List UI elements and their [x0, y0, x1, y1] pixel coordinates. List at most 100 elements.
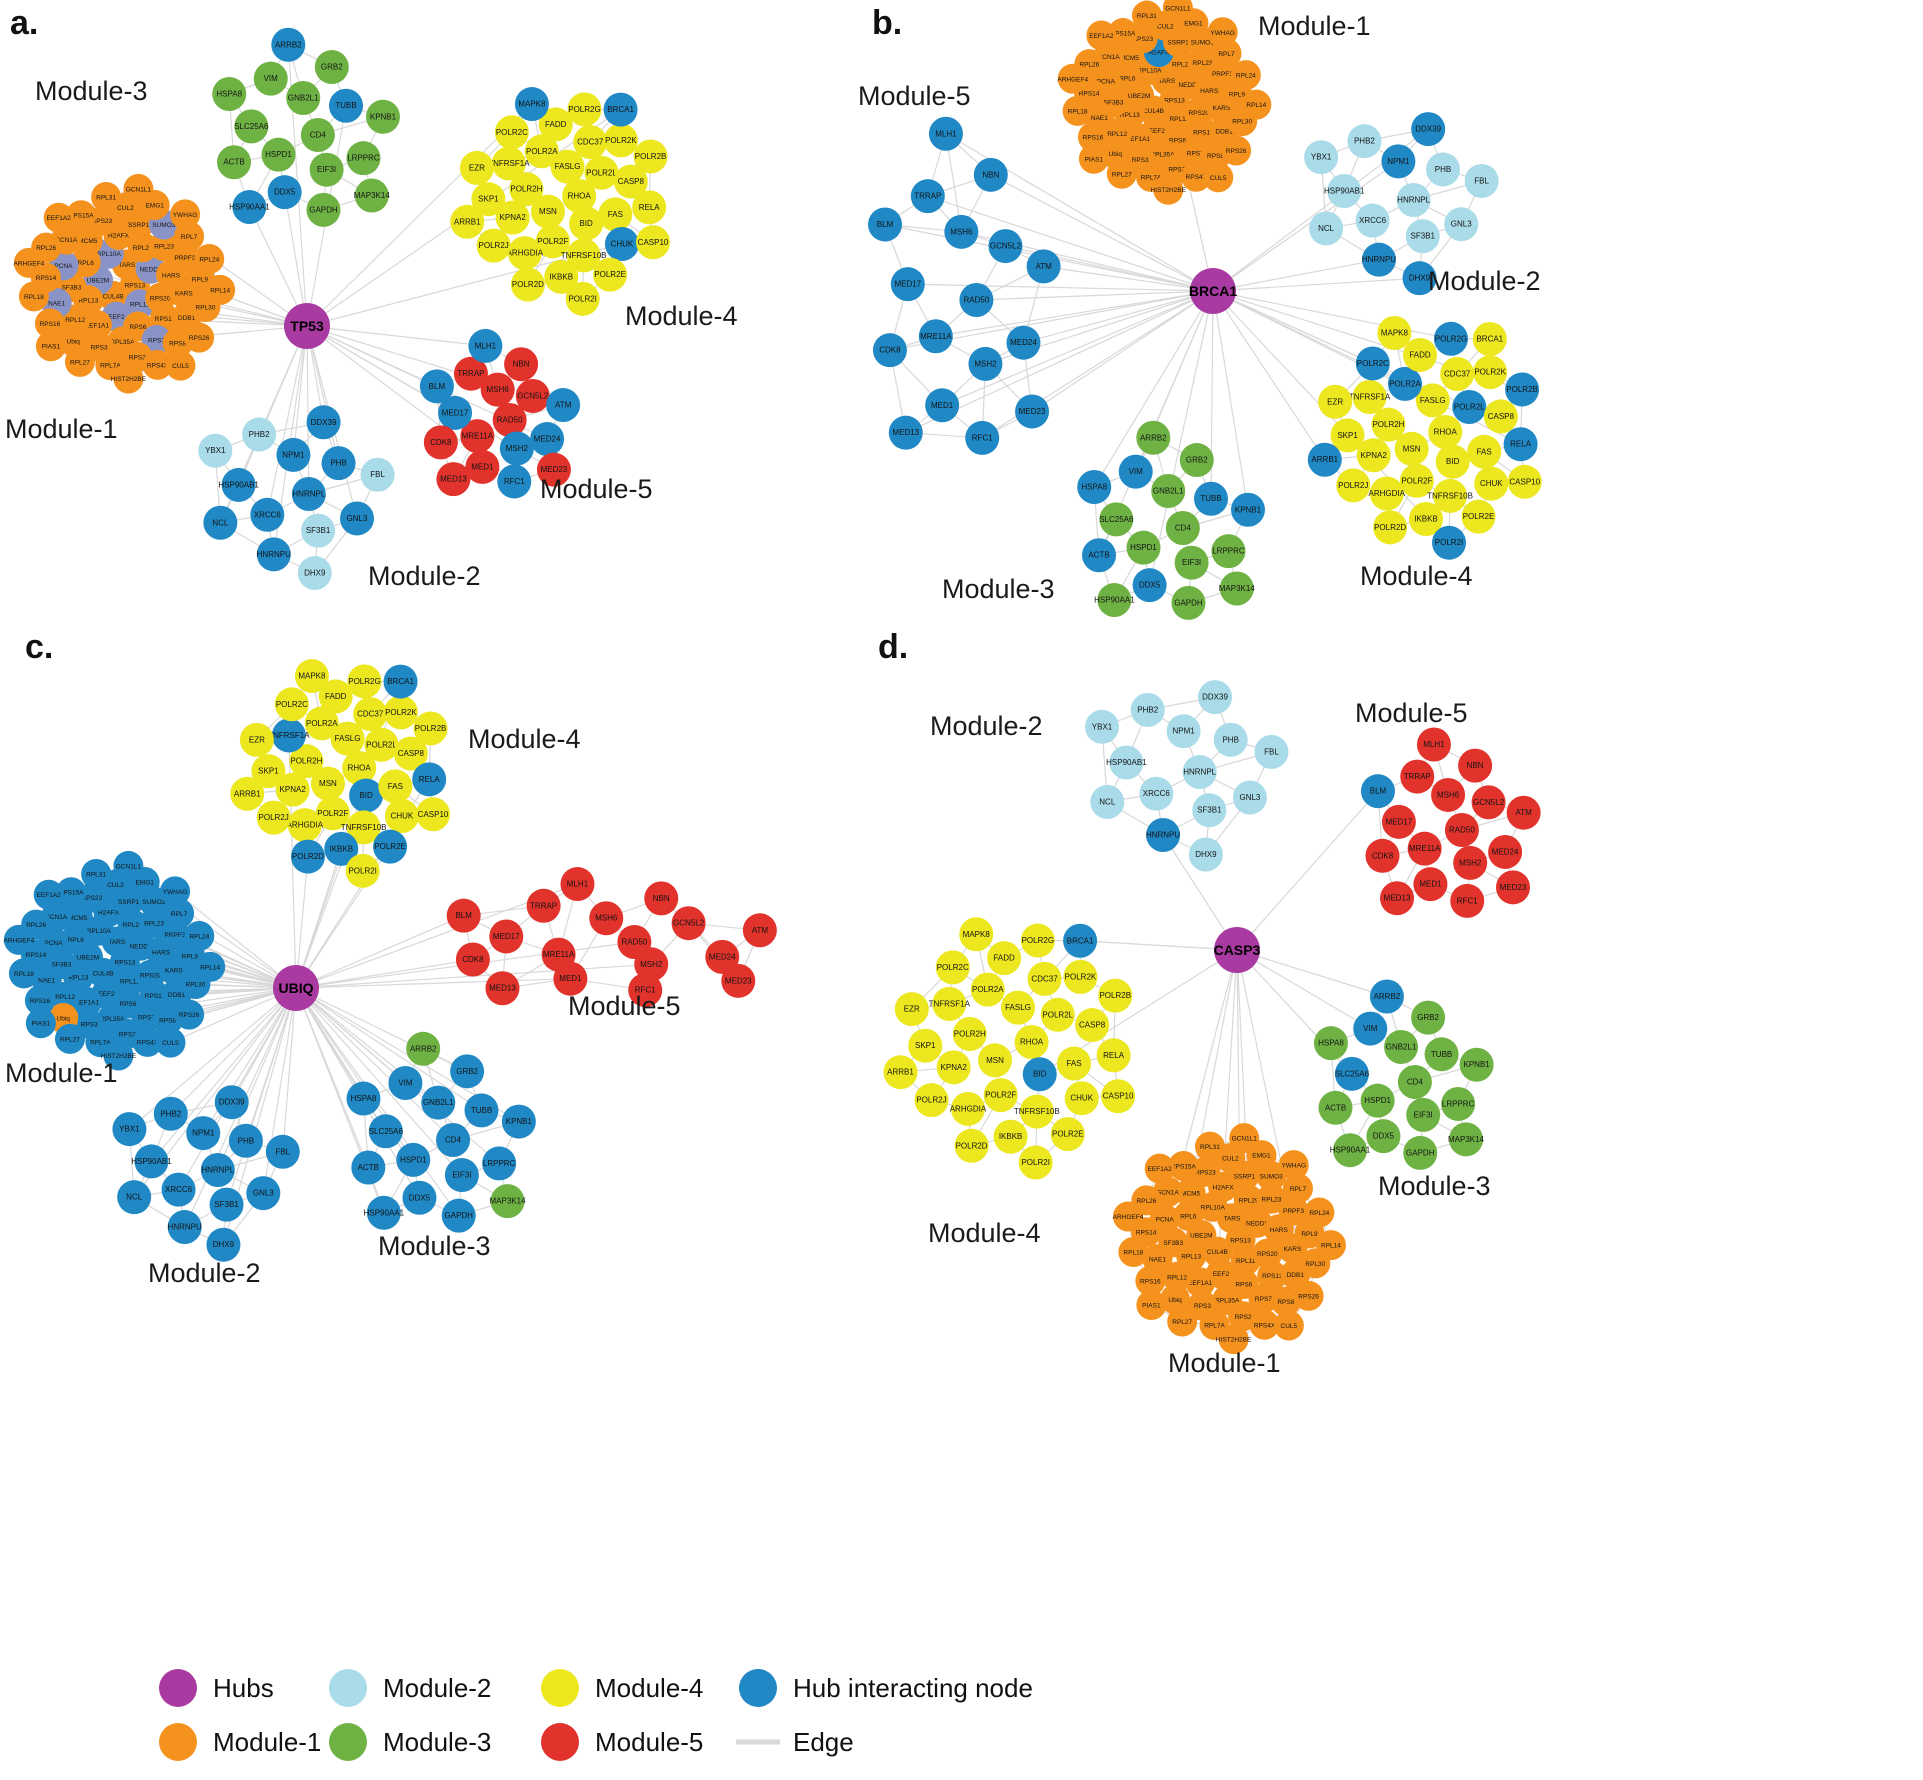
gene-node-GNB2L1[interactable]: GNB2L1 — [421, 1086, 455, 1120]
gene-node-YWHAG[interactable]: YWHAG — [1279, 1150, 1309, 1180]
gene-node-GAPDH[interactable]: GAPDH — [442, 1199, 476, 1233]
gene-node-RFC1[interactable]: RFC1 — [965, 421, 999, 455]
gene-node-HNRNPU[interactable]: HNRNPU — [257, 537, 291, 571]
gene-node-IKBKB[interactable]: IKBKB — [994, 1120, 1028, 1154]
gene-node-POLR2B[interactable]: POLR2B — [1098, 979, 1132, 1013]
gene-node-MED1[interactable]: MED1 — [1413, 867, 1447, 901]
gene-node-GAPDH[interactable]: GAPDH — [306, 193, 340, 227]
hub-node-UBIQ[interactable]: UBIQ — [273, 965, 319, 1011]
gene-node-HSP90AB1[interactable]: HSP90AB1 — [218, 468, 259, 502]
gene-node-XRCC6[interactable]: XRCC6 — [1139, 777, 1173, 811]
gene-node-RPL14[interactable]: RPL14 — [195, 952, 225, 982]
gene-node-CD4[interactable]: CD4 — [1166, 511, 1200, 545]
gene-node-LRPPRC[interactable]: LRPPRC — [346, 141, 380, 175]
gene-node-HSPD1[interactable]: HSPD1 — [396, 1143, 430, 1177]
gene-node-NPM1[interactable]: NPM1 — [276, 438, 310, 472]
gene-node-ARRB1[interactable]: ARRB1 — [883, 1055, 917, 1089]
gene-node-RELA[interactable]: RELA — [632, 190, 666, 224]
gene-node-DDX39[interactable]: DDX39 — [215, 1085, 249, 1119]
gene-node-POLR2I[interactable]: POLR2I — [346, 854, 380, 888]
gene-node-POLR2I[interactable]: POLR2I — [1019, 1145, 1053, 1179]
gene-node-ARHGDIA[interactable]: ARHGDIA — [950, 1092, 987, 1126]
gene-node-POLR2G[interactable]: POLR2G — [1434, 322, 1468, 356]
gene-node-YBX1[interactable]: YBX1 — [198, 434, 232, 468]
gene-node-RPL24[interactable]: RPL24 — [184, 921, 214, 951]
gene-node-VIM[interactable]: VIM — [1353, 1012, 1387, 1046]
gene-node-HSP90AB1[interactable]: HSP90AB1 — [131, 1144, 172, 1178]
gene-node-RPL18[interactable]: RPL18 — [1063, 96, 1093, 126]
gene-node-RFC1[interactable]: RFC1 — [497, 464, 531, 498]
gene-node-POLR2C[interactable]: POLR2C — [936, 950, 970, 984]
gene-node-BLM[interactable]: BLM — [1361, 774, 1395, 808]
gene-node-BID[interactable]: BID — [569, 207, 603, 241]
gene-node-EZR[interactable]: EZR — [240, 723, 274, 757]
gene-node-PIAS1[interactable]: PIAS1 — [26, 1008, 56, 1038]
gene-node-GCN5L2[interactable]: GCN5L2 — [1472, 785, 1506, 819]
gene-node-MAPK8[interactable]: MAPK8 — [295, 659, 329, 693]
gene-node-NPM1[interactable]: NPM1 — [1167, 714, 1201, 748]
gene-node-CD4[interactable]: CD4 — [1398, 1065, 1432, 1099]
gene-node-PHB2[interactable]: PHB2 — [154, 1097, 188, 1131]
gene-node-MED24[interactable]: MED24 — [530, 422, 564, 456]
hub-node-BRCA1[interactable]: BRCA1 — [1189, 268, 1237, 314]
gene-node-DHX9[interactable]: DHX9 — [1189, 838, 1223, 872]
gene-node-POLR2G[interactable]: POLR2G — [567, 92, 601, 126]
gene-node-POLR2E[interactable]: POLR2E — [373, 830, 407, 864]
gene-node-SLC25A6[interactable]: SLC25A6 — [234, 109, 269, 143]
gene-node-BID[interactable]: BID — [1436, 445, 1470, 479]
gene-node-CHUK[interactable]: CHUK — [1065, 1081, 1099, 1115]
gene-node-POLR2A[interactable]: POLR2A — [971, 973, 1005, 1007]
gene-node-EEF1A2[interactable]: EEF1A2 — [1086, 20, 1116, 50]
gene-node-CASP10[interactable]: CASP10 — [1508, 465, 1542, 499]
gene-node-GCN5L2[interactable]: GCN5L2 — [988, 229, 1022, 263]
gene-node-POLR2D[interactable]: POLR2D — [291, 840, 325, 874]
gene-node-MAP3K14[interactable]: MAP3K14 — [1448, 1122, 1485, 1156]
gene-node-GNL3[interactable]: GNL3 — [340, 501, 374, 535]
gene-node-PHB[interactable]: PHB — [1426, 152, 1460, 186]
gene-node-EIF3I[interactable]: EIF3I — [1406, 1098, 1440, 1132]
gene-node-EIF3I[interactable]: EIF3I — [445, 1158, 479, 1192]
gene-node-RAD50[interactable]: RAD50 — [959, 283, 993, 317]
hub-node-CASP3[interactable]: CASP3 — [1214, 927, 1261, 973]
gene-node-SF3B1[interactable]: SF3B1 — [1406, 219, 1440, 253]
gene-node-CDK8[interactable]: CDK8 — [424, 425, 458, 459]
gene-node-POLR2C[interactable]: POLR2C — [275, 687, 309, 721]
gene-node-TUBB[interactable]: TUBB — [1425, 1037, 1459, 1071]
gene-node-YWHAG[interactable]: YWHAG — [160, 876, 190, 906]
gene-node-MSH6[interactable]: MSH6 — [589, 901, 623, 935]
gene-node-POLR2E[interactable]: POLR2E — [593, 258, 627, 292]
gene-node-DDX5[interactable]: DDX5 — [1133, 568, 1167, 602]
gene-node-MRE11A[interactable]: MRE11A — [919, 319, 953, 353]
gene-node-VIM[interactable]: VIM — [254, 62, 288, 96]
gene-node-PHB[interactable]: PHB — [322, 446, 356, 480]
gene-node-FADD[interactable]: FADD — [987, 941, 1021, 975]
gene-node-RAD50[interactable]: RAD50 — [1445, 813, 1479, 847]
gene-node-CHUK[interactable]: CHUK — [605, 227, 639, 261]
gene-node-FAS[interactable]: FAS — [378, 769, 412, 803]
gene-node-NCL[interactable]: NCL — [117, 1180, 151, 1214]
gene-node-ARRB2[interactable]: ARRB2 — [1136, 421, 1170, 455]
gene-node-VIM[interactable]: VIM — [388, 1066, 422, 1100]
gene-node-POLR2D[interactable]: POLR2D — [955, 1129, 989, 1163]
gene-node-POLR2L[interactable]: POLR2L — [1452, 390, 1486, 424]
gene-node-DDX39[interactable]: DDX39 — [1411, 112, 1445, 146]
gene-node-MSH6[interactable]: MSH6 — [1431, 778, 1465, 812]
gene-node-CASP10[interactable]: CASP10 — [416, 797, 450, 831]
gene-node-MED17[interactable]: MED17 — [1382, 805, 1416, 839]
gene-node-TRRAP[interactable]: TRRAP — [911, 179, 945, 213]
gene-node-GCN1L1[interactable]: GCN1L1 — [1229, 1123, 1259, 1153]
gene-node-MSH2[interactable]: MSH2 — [968, 347, 1002, 381]
gene-node-CUL5[interactable]: CUL5 — [165, 351, 195, 381]
gene-node-POLR2D[interactable]: POLR2D — [1373, 510, 1407, 544]
gene-node-GRB2[interactable]: GRB2 — [1411, 1001, 1445, 1035]
gene-node-RPL24[interactable]: RPL24 — [194, 244, 224, 274]
gene-node-HNRNPU[interactable]: HNRNPU — [1146, 818, 1180, 852]
gene-node-POLR2I[interactable]: POLR2I — [1432, 526, 1466, 560]
gene-node-LRPPRC[interactable]: LRPPRC — [1211, 534, 1245, 568]
gene-node-MED23[interactable]: MED23 — [1496, 870, 1530, 904]
gene-node-RELA[interactable]: RELA — [412, 762, 446, 796]
gene-node-DDX39[interactable]: DDX39 — [1198, 680, 1232, 714]
gene-node-EIF3I[interactable]: EIF3I — [310, 153, 344, 187]
gene-node-CDK8[interactable]: CDK8 — [873, 333, 907, 367]
gene-node-HNRNPL[interactable]: HNRNPL — [292, 477, 326, 511]
